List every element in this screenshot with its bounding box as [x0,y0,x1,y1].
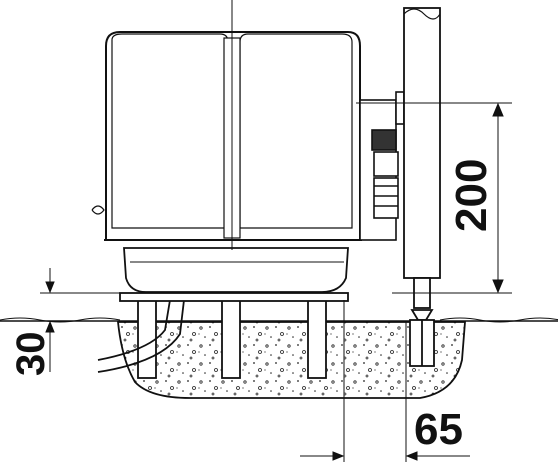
dimension-65-lines [300,300,470,462]
base-plate [119,292,349,302]
gate-leaf [403,7,441,279]
concrete-foundation [117,321,466,399]
motor-cover [91,0,362,250]
dimension-30-label: 30 [9,332,53,377]
dimension-200-lines [356,102,512,294]
dimension-65-label: 65 [414,405,463,454]
dimension-30-lines [40,268,126,372]
pinion-gear-assembly [359,91,405,241]
cable-conduit [97,299,185,373]
dimension-200-label: 200 [447,159,496,232]
motor-base-housing [123,247,349,293]
gate-rail [409,277,435,367]
